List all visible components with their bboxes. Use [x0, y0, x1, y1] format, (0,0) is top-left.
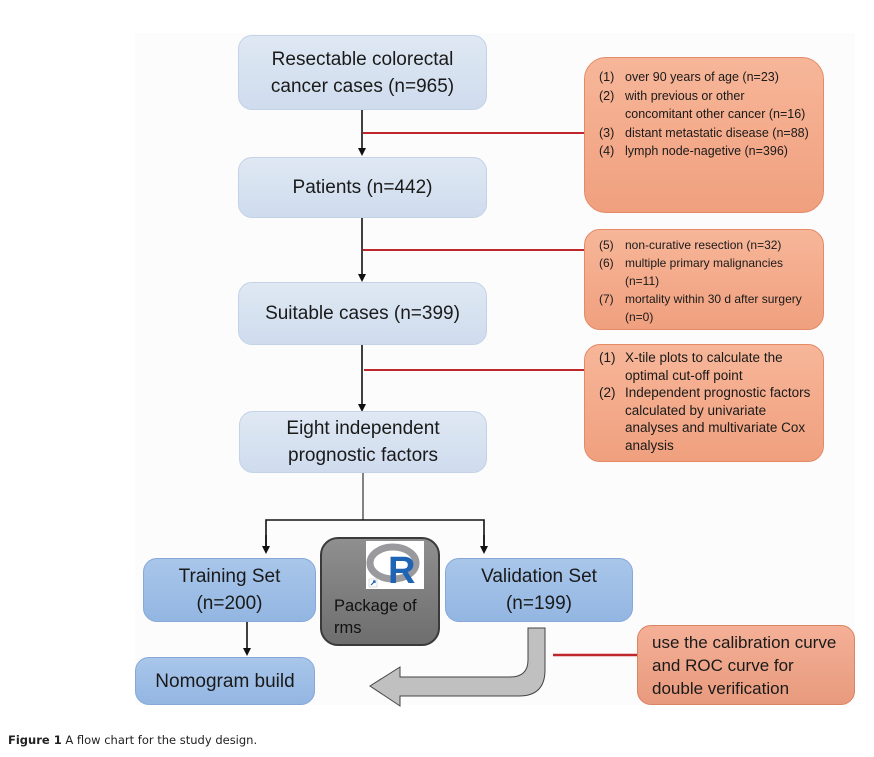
training-line2: (n=200) [196, 593, 263, 614]
item-text: non-curative resection (n=32) [625, 238, 782, 252]
step-3-label: Suitable cases (n=399) [265, 303, 460, 324]
item-text: Independent prognostic factors calculate… [625, 385, 811, 453]
item-number: (4) [599, 144, 615, 158]
item-number: (6) [599, 256, 614, 270]
step-box-patients: Patients (n=442) [238, 157, 487, 218]
nomogram-build-box: Nomogram build [135, 657, 315, 705]
package-box: R Package of rms [320, 537, 440, 646]
split-bar [265, 519, 485, 548]
item-number: (7) [599, 292, 614, 306]
package-label: Package of rms [334, 597, 417, 637]
exclusion-item: (2) with previous or other concomitant ot… [599, 87, 813, 124]
item-number: (2) [599, 385, 616, 400]
nomogram-label: Nomogram build [155, 670, 295, 692]
item-text: multiple primary malignancies (n=11) [625, 256, 784, 288]
item-number: (1) [599, 70, 615, 84]
methods-box: (1) X-tile plots to calculate the optimal… [584, 344, 824, 462]
verification-box: use the calibration curve and ROC curve … [637, 625, 855, 705]
return-arrow [369, 627, 546, 707]
training-line1: Training Set [178, 566, 281, 587]
step-box-prognostic-factors: Eight independent prognostic factors [239, 411, 487, 473]
step-4-line2: prognostic factors [288, 445, 438, 466]
step-box-resectable-cases: Resectable colorectal cancer cases (n=96… [238, 35, 487, 110]
step-1-line1: Resectable colorectal [271, 48, 454, 70]
exclusion-item: (3) distant metastatic disease (n=88) [599, 124, 813, 143]
validation-set-box: Validation Set (n=199) [445, 558, 633, 622]
item-text: X-tile plots to calculate the optimal cu… [625, 350, 783, 383]
item-number: (5) [599, 238, 614, 252]
caption-label: Figure 1 [8, 733, 62, 747]
step-2-label: Patients (n=442) [292, 177, 433, 198]
step-4-line1: Eight independent [286, 418, 440, 439]
method-item: (2) Independent prognostic factors calcul… [599, 384, 813, 454]
method-item: (1) X-tile plots to calculate the optimal… [599, 349, 813, 384]
validation-line2: (n=199) [505, 593, 573, 614]
exclusion-box-1: (1) over 90 years of age (n=23) (2) with p… [584, 57, 824, 213]
item-text: lymph node-nagetive (n=396) [625, 144, 788, 158]
item-number: (3) [599, 125, 615, 140]
step-1-line2: cancer cases (n=965) [270, 75, 455, 97]
validation-line1: Validation Set [481, 566, 597, 587]
item-text: distant metastatic disease (n=88) [625, 125, 809, 140]
svg-text:R: R [388, 550, 415, 589]
exclusion-item: (5) non-curative resection (n=32) [599, 236, 813, 254]
caption-text: A flow chart for the study design. [65, 733, 258, 747]
exclusion-item: (4) lymph node-nagetive (n=396) [599, 142, 813, 161]
item-text: mortality within 30 d after surgery (n=0… [625, 292, 802, 324]
verification-text: use the calibration curve and ROC curve … [652, 632, 837, 698]
training-set-box: Training Set (n=200) [143, 558, 316, 622]
exclusion-box-2: (5) non-curative resection (n=32) (6) mult… [584, 229, 824, 330]
exclusion-item: (7) mortality within 30 d after surgery (… [599, 290, 813, 326]
item-text: with previous or other concomitant other… [625, 88, 806, 122]
item-number: (2) [599, 88, 615, 103]
step-box-suitable-cases: Suitable cases (n=399) [238, 282, 487, 345]
exclusion-item: (6) multiple primary malignancies (n=11) [599, 254, 813, 290]
figure-caption: Figure 1 A flow chart for the study desi… [8, 733, 257, 747]
exclusion-item: (1) over 90 years of age (n=23) [599, 68, 813, 87]
item-number: (1) [599, 350, 616, 365]
R-logo-icon: R [366, 541, 424, 592]
item-text: over 90 years of age (n=23) [625, 70, 779, 84]
